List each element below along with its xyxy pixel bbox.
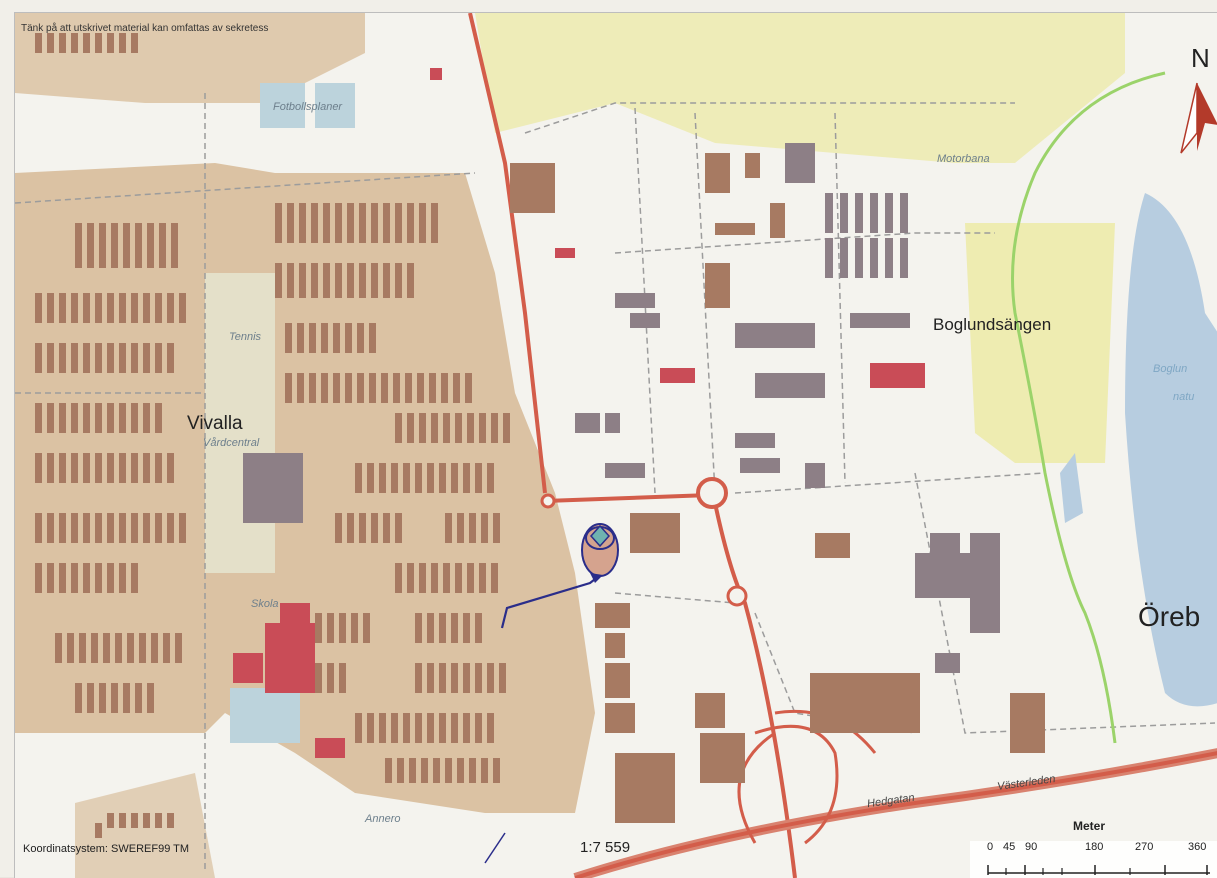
label-natu: natu bbox=[1173, 391, 1195, 403]
label-boglundsangen: Boglundsängen bbox=[933, 315, 1052, 334]
map-canvas[interactable]: Tänk på att utskrivet material kan omfat… bbox=[14, 12, 1217, 878]
label-fotbollsplaner: Fotbollsplaner bbox=[273, 101, 343, 113]
scale-tick: 90 bbox=[1025, 841, 1038, 853]
label-motorbana: Motorbana bbox=[937, 153, 990, 165]
confidentiality-notice: Tänk på att utskrivet material kan omfat… bbox=[21, 23, 269, 34]
pond bbox=[1060, 453, 1083, 523]
scale-unit: Meter bbox=[1073, 819, 1106, 833]
residential-area-vivalla bbox=[15, 163, 595, 813]
scale-tick: 0 bbox=[987, 841, 994, 853]
roundabout-west bbox=[540, 493, 556, 509]
label-vivalla: Vivalla bbox=[187, 413, 243, 434]
map-graphics bbox=[15, 13, 1217, 878]
red-buildings bbox=[233, 68, 925, 758]
park-area-boglundsangen bbox=[965, 223, 1115, 463]
scale-tick: 360 bbox=[1188, 841, 1207, 853]
water-area bbox=[1125, 193, 1217, 707]
north-arrow-icon bbox=[1180, 82, 1217, 154]
north-label: N bbox=[1191, 43, 1210, 73]
main-roads bbox=[468, 13, 1217, 878]
label-annero: Annero bbox=[365, 813, 401, 825]
scale-ratio: 1:7 559 bbox=[580, 839, 631, 856]
commercial-buildings bbox=[510, 153, 1045, 823]
label-skola: Skola bbox=[251, 598, 279, 610]
football-field-1 bbox=[260, 83, 305, 128]
sports-field bbox=[230, 688, 300, 743]
park-area-north bbox=[475, 13, 1125, 163]
roundabout-south bbox=[726, 585, 748, 607]
label-orebro: Öreb bbox=[1138, 601, 1201, 632]
roundabout-north bbox=[696, 477, 728, 509]
residential-area-north bbox=[15, 13, 365, 103]
football-field-2 bbox=[315, 83, 355, 128]
row-houses bbox=[35, 33, 510, 838]
label-vardcentral: Vårdcentral bbox=[203, 437, 260, 449]
grey-buildings bbox=[243, 143, 1000, 673]
green-trail bbox=[1011, 71, 1166, 744]
scale-tick: 270 bbox=[1135, 841, 1154, 853]
scale-tick: 45 bbox=[1003, 841, 1016, 853]
scale-tick: 180 bbox=[1085, 841, 1104, 853]
scale-bar bbox=[970, 841, 1217, 878]
location-marker-icon[interactable] bbox=[500, 523, 619, 629]
label-boglun: Boglun bbox=[1153, 363, 1188, 375]
label-tennis: Tennis bbox=[229, 331, 262, 343]
coordinate-system: Koordinatsystem: SWEREF99 TM bbox=[23, 843, 190, 855]
track-line bbox=[484, 832, 506, 864]
